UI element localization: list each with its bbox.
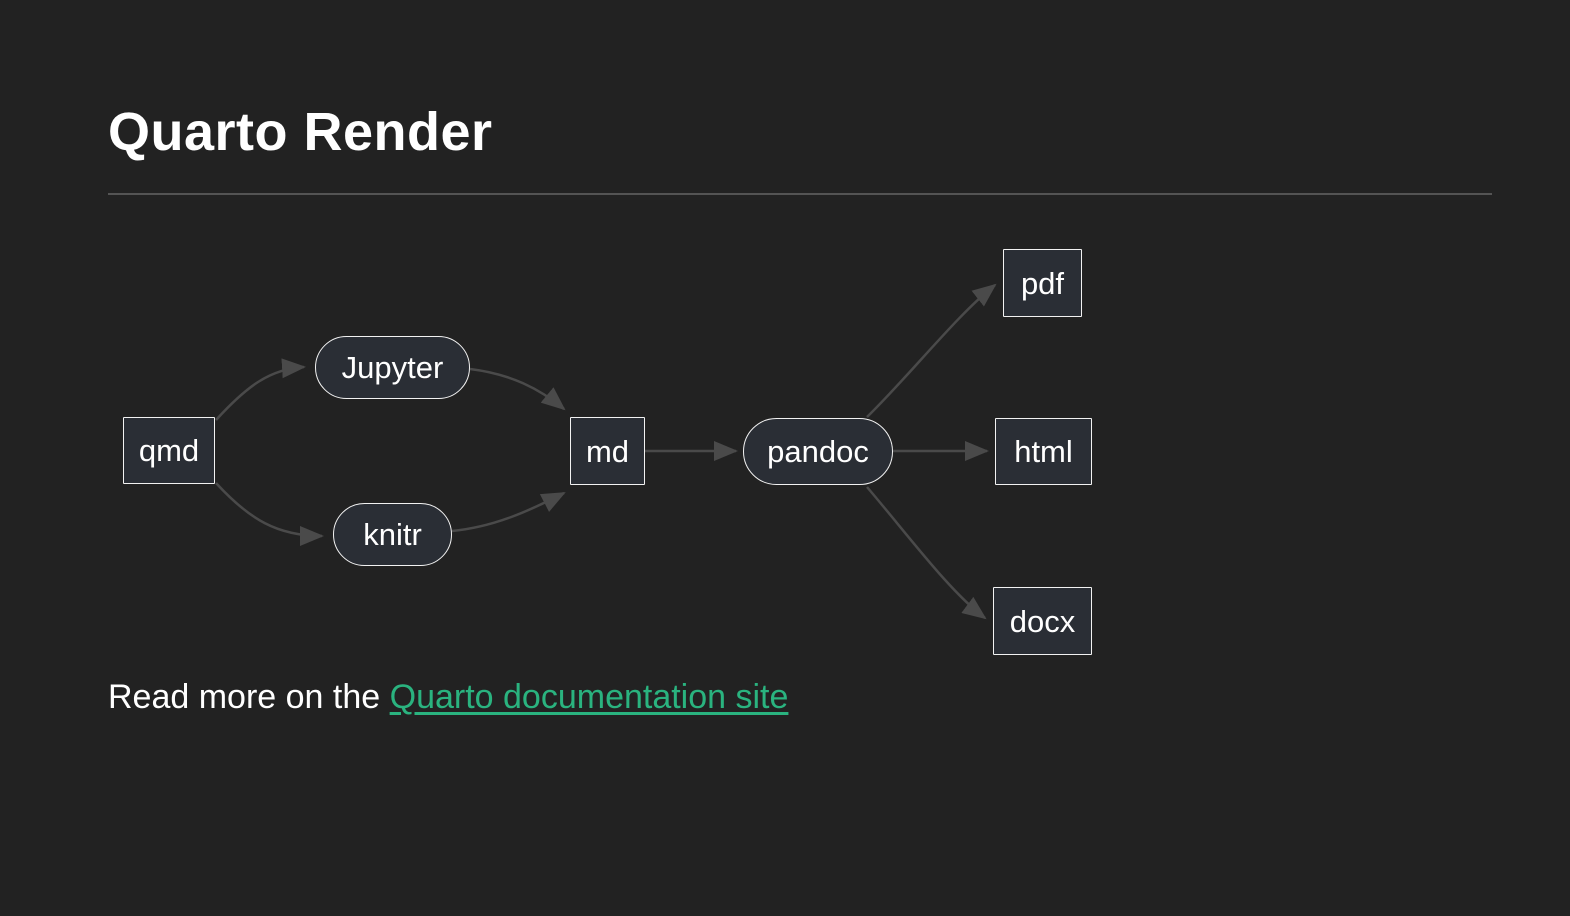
node-knitr-label: knitr	[363, 517, 422, 552]
node-qmd: qmd	[123, 417, 215, 484]
node-html-label: html	[1014, 434, 1073, 469]
node-qmd-label: qmd	[138, 433, 200, 468]
node-jupyter-label: Jupyter	[341, 350, 444, 385]
edge-pandoc-pdf	[866, 283, 997, 418]
node-pandoc: pandoc	[743, 418, 893, 485]
node-docx-label: docx	[1009, 603, 1076, 639]
quarto-documentation-link[interactable]: Quarto documentation site	[389, 678, 789, 716]
edge-knitr-md	[451, 491, 566, 533]
edge-qmd-knitr	[215, 482, 324, 546]
node-md-label: md	[585, 433, 630, 469]
node-html: html	[995, 418, 1092, 485]
read-more-prefix: Read more on the	[108, 678, 390, 716]
read-more-text: Read more on the Quarto documentation si…	[108, 677, 788, 718]
node-docx: docx	[993, 587, 1092, 655]
node-pdf: pdf	[1003, 249, 1082, 317]
edge-qmd-jupyter	[215, 358, 306, 421]
node-knitr: knitr	[333, 503, 452, 566]
edge-jupyter-md	[469, 367, 566, 411]
node-md: md	[570, 417, 645, 485]
title-divider	[108, 193, 1492, 195]
page-title: Quarto Render	[108, 102, 493, 162]
node-jupyter: Jupyter	[315, 336, 470, 399]
node-pandoc-label: pandoc	[767, 434, 869, 469]
node-pdf-label: pdf	[1020, 265, 1065, 301]
edge-pandoc-docx	[866, 486, 987, 620]
